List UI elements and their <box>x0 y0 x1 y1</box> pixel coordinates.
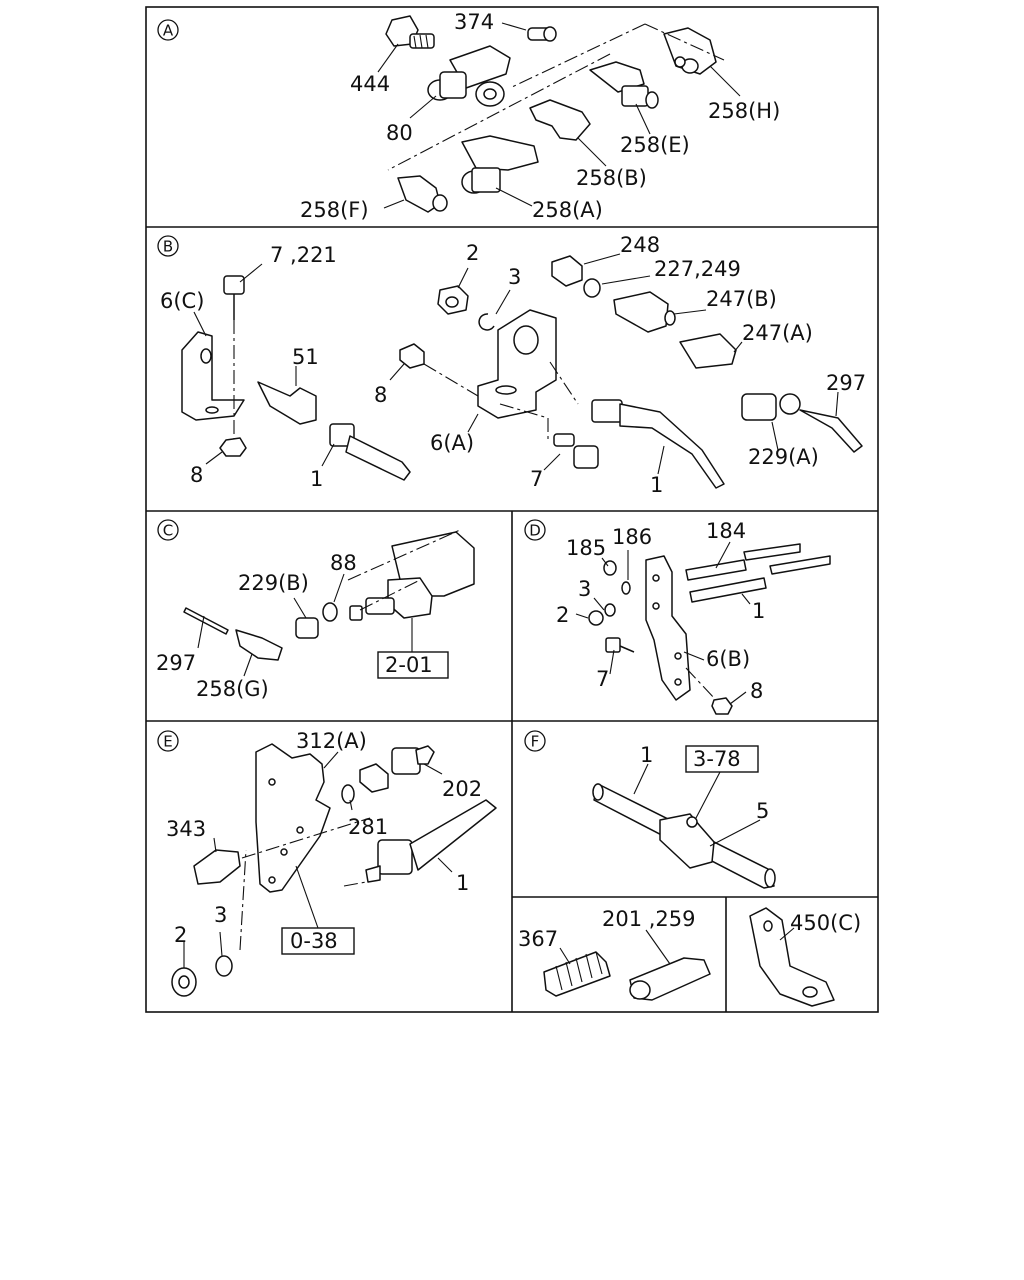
part-label: 5 <box>756 799 769 823</box>
svg-text:D: D <box>529 522 541 540</box>
part-label: 1 <box>456 871 469 895</box>
part-label: 6(A) <box>430 431 474 455</box>
panel-f-leaders <box>633 763 761 847</box>
panel-c-labels: 88 229(B) 297 258(G) 2-01 <box>156 551 433 701</box>
part-label: 2 <box>556 603 569 627</box>
panel-h-labels: 450(C) <box>790 911 861 935</box>
panel-g-leaders <box>559 929 671 965</box>
part-label: 2 <box>174 923 187 947</box>
part-label: 248 <box>620 233 660 257</box>
panel-a-labels: 374 444 80 258(H) 258(E) 258(B) 258(F) 2… <box>300 10 780 222</box>
part-label: 229(A) <box>748 445 819 469</box>
part-label: 1 <box>640 743 653 767</box>
reference-box: 2-01 <box>385 653 433 677</box>
panel-d-labels: 184 185 186 3 2 1 6(B) 7 8 <box>556 519 765 703</box>
part-label: 281 <box>348 815 388 839</box>
part-label: 258(A) <box>532 198 603 222</box>
part-label: 258(B) <box>576 166 647 190</box>
panel-e-labels: 312(A) 202 343 281 1 3 2 0-38 <box>166 729 482 953</box>
reference-box: 0-38 <box>290 929 338 953</box>
part-label: 185 <box>566 536 606 560</box>
panel-f-parts <box>592 745 776 889</box>
part-label: 258(H) <box>708 99 780 123</box>
part-label: 6(C) <box>160 289 204 313</box>
panel-c-parts <box>183 529 475 679</box>
part-label: 1 <box>752 599 765 623</box>
part-label: 51 <box>292 345 319 369</box>
part-label: 227,249 <box>654 257 741 281</box>
part-label: 7 <box>596 667 609 691</box>
part-label: 184 <box>706 519 746 543</box>
panel-g-parts <box>543 951 711 1001</box>
panel-h-leaders <box>779 927 795 941</box>
panel-d-leaders <box>575 541 751 705</box>
part-label: 7 <box>530 467 543 491</box>
panel-b-leaders <box>193 253 839 475</box>
part-label: 202 <box>442 777 482 801</box>
part-label: 88 <box>330 551 357 575</box>
part-label: 80 <box>386 121 413 145</box>
part-label: 229(B) <box>238 571 309 595</box>
part-label: 3 <box>214 903 227 927</box>
panel-h-parts <box>749 907 835 1007</box>
part-label: 2 <box>466 241 479 265</box>
part-label: 297 <box>826 371 866 395</box>
section-marker-a: A <box>157 19 179 41</box>
part-label: 450(C) <box>790 911 861 935</box>
part-label: 1 <box>650 473 663 497</box>
part-label: 8 <box>190 463 203 487</box>
svg-text:F: F <box>531 733 540 751</box>
diagram-frames <box>145 6 879 1013</box>
section-marker-f: F <box>524 730 546 752</box>
panel-e-parts <box>171 743 497 997</box>
part-label: 8 <box>374 383 387 407</box>
part-label: 258(G) <box>196 677 269 701</box>
reference-box: 3-78 <box>693 747 741 771</box>
part-label: 186 <box>612 525 652 549</box>
part-label: 247(B) <box>706 287 777 311</box>
part-label: 367 <box>518 927 558 951</box>
part-label: 374 <box>454 10 494 34</box>
section-marker-d: D <box>524 519 546 541</box>
section-marker-b: B <box>157 235 179 257</box>
part-label: 258(F) <box>300 198 369 222</box>
part-label: 8 <box>750 679 763 703</box>
part-label: 3 <box>578 577 591 601</box>
svg-text:A: A <box>163 22 174 40</box>
part-label: 444 <box>350 72 390 96</box>
svg-text:E: E <box>163 733 172 751</box>
panel-g-labels: 367 201 ,259 <box>518 907 696 951</box>
panel-c-leaders <box>197 573 413 677</box>
part-label: 6(B) <box>706 647 750 671</box>
section-marker-c: C <box>157 519 179 541</box>
part-label: 7 ,221 <box>270 243 337 267</box>
part-label: 3 <box>508 265 521 289</box>
panel-f-labels: 1 5 3-78 <box>640 743 769 823</box>
panel-b-labels: 7 ,221 6(C) 51 8 1 2 3 248 227,249 247(B… <box>160 233 866 497</box>
panel-b-parts <box>181 255 863 489</box>
section-marker-e: E <box>157 730 179 752</box>
panel-e-leaders <box>183 751 453 968</box>
part-label: 343 <box>166 817 206 841</box>
part-label: 297 <box>156 651 196 675</box>
part-label: 312(A) <box>296 729 367 753</box>
svg-text:C: C <box>163 522 173 540</box>
panel-a-parts <box>385 15 725 213</box>
part-label: 247(A) <box>742 321 813 345</box>
part-label: 201 ,259 <box>602 907 696 931</box>
part-label: 1 <box>310 467 323 491</box>
svg-text:B: B <box>163 238 173 256</box>
panel-a-leaders <box>377 22 741 209</box>
panel-d-parts <box>588 543 831 715</box>
part-label: 258(E) <box>620 133 690 157</box>
